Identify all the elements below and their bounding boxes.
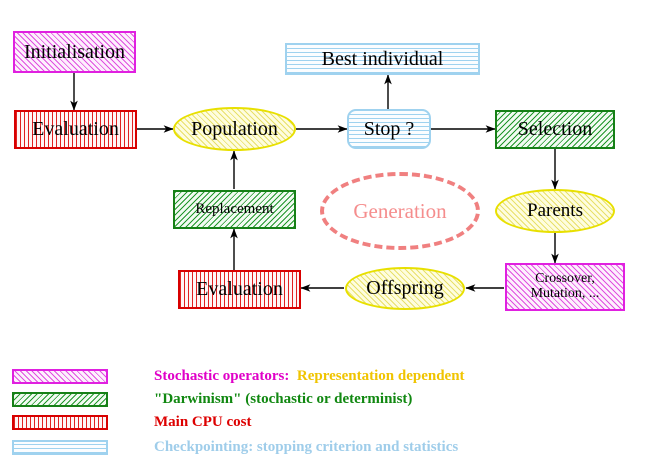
node-stop[interactable]: Stop ? — [347, 109, 431, 149]
node-best-individual-label: Best individual — [321, 47, 444, 70]
legend-row: "Darwinism" (stochastic or determinist) — [12, 374, 412, 425]
node-evaluation-bottom-label: Evaluation — [196, 278, 283, 300]
legend-row: Main CPU cost — [12, 397, 252, 448]
legend-label-darwinism: "Darwinism" (stochastic or determinist) — [154, 391, 413, 407]
legend-label-stochastic-operators: Stochastic operators: — [154, 368, 290, 384]
node-stop-label: Stop ? — [363, 117, 415, 140]
node-parents-label: Parents — [527, 200, 583, 222]
node-evaluation-top[interactable]: Evaluation — [14, 110, 137, 149]
legend-swatch-stochastic-operators — [12, 369, 108, 384]
node-selection[interactable]: Selection — [495, 110, 615, 149]
node-initialisation-label: Initialisation — [23, 40, 126, 63]
legend-swatch-main-cpu-cost — [12, 415, 108, 430]
legend-swatch-darwinism — [12, 392, 108, 407]
node-variation-label: Crossover, Mutation, ... — [530, 271, 600, 301]
node-replacement-label: Replacement — [195, 200, 274, 217]
legend-swatch-checkpointing — [12, 440, 108, 455]
node-parents[interactable]: Parents — [495, 189, 615, 233]
node-evaluation-bottom[interactable]: Evaluation — [178, 270, 301, 309]
legend-label-group: "Darwinism" (stochastic or determinist) — [124, 374, 412, 425]
legend-row: Stochastic operators: Representation dep… — [12, 351, 465, 402]
node-evaluation-top-label: Evaluation — [32, 118, 119, 140]
node-selection-label: Selection — [517, 118, 593, 140]
node-best-individual[interactable]: Best individual — [285, 43, 480, 75]
node-replacement[interactable]: Replacement — [173, 190, 296, 229]
legend-label-group: Checkpointing: stopping criterion and st… — [124, 422, 458, 465]
generation-annotation: Generation — [320, 172, 480, 250]
legend-row: Checkpointing: stopping criterion and st… — [12, 422, 458, 465]
legend-label-main-cpu-cost: Main CPU cost — [154, 414, 252, 430]
legend-label-group: Main CPU cost — [124, 397, 252, 448]
legend-label-representation-dependent: Representation dependent — [289, 368, 465, 384]
node-initialisation[interactable]: Initialisation — [13, 31, 136, 73]
node-offspring[interactable]: Offspring — [345, 267, 465, 310]
generation-label: Generation — [353, 198, 447, 223]
legend-label-group: Stochastic operators: Representation dep… — [124, 351, 465, 402]
node-population-label: Population — [191, 117, 278, 140]
legend-label-checkpointing: Checkpointing: stopping criterion and st… — [154, 439, 459, 455]
node-variation[interactable]: Crossover, Mutation, ... — [505, 263, 625, 311]
legend: Stochastic operators: Representation dep… — [0, 340, 670, 465]
node-offspring-label: Offspring — [366, 277, 444, 299]
node-population[interactable]: Population — [173, 107, 296, 151]
